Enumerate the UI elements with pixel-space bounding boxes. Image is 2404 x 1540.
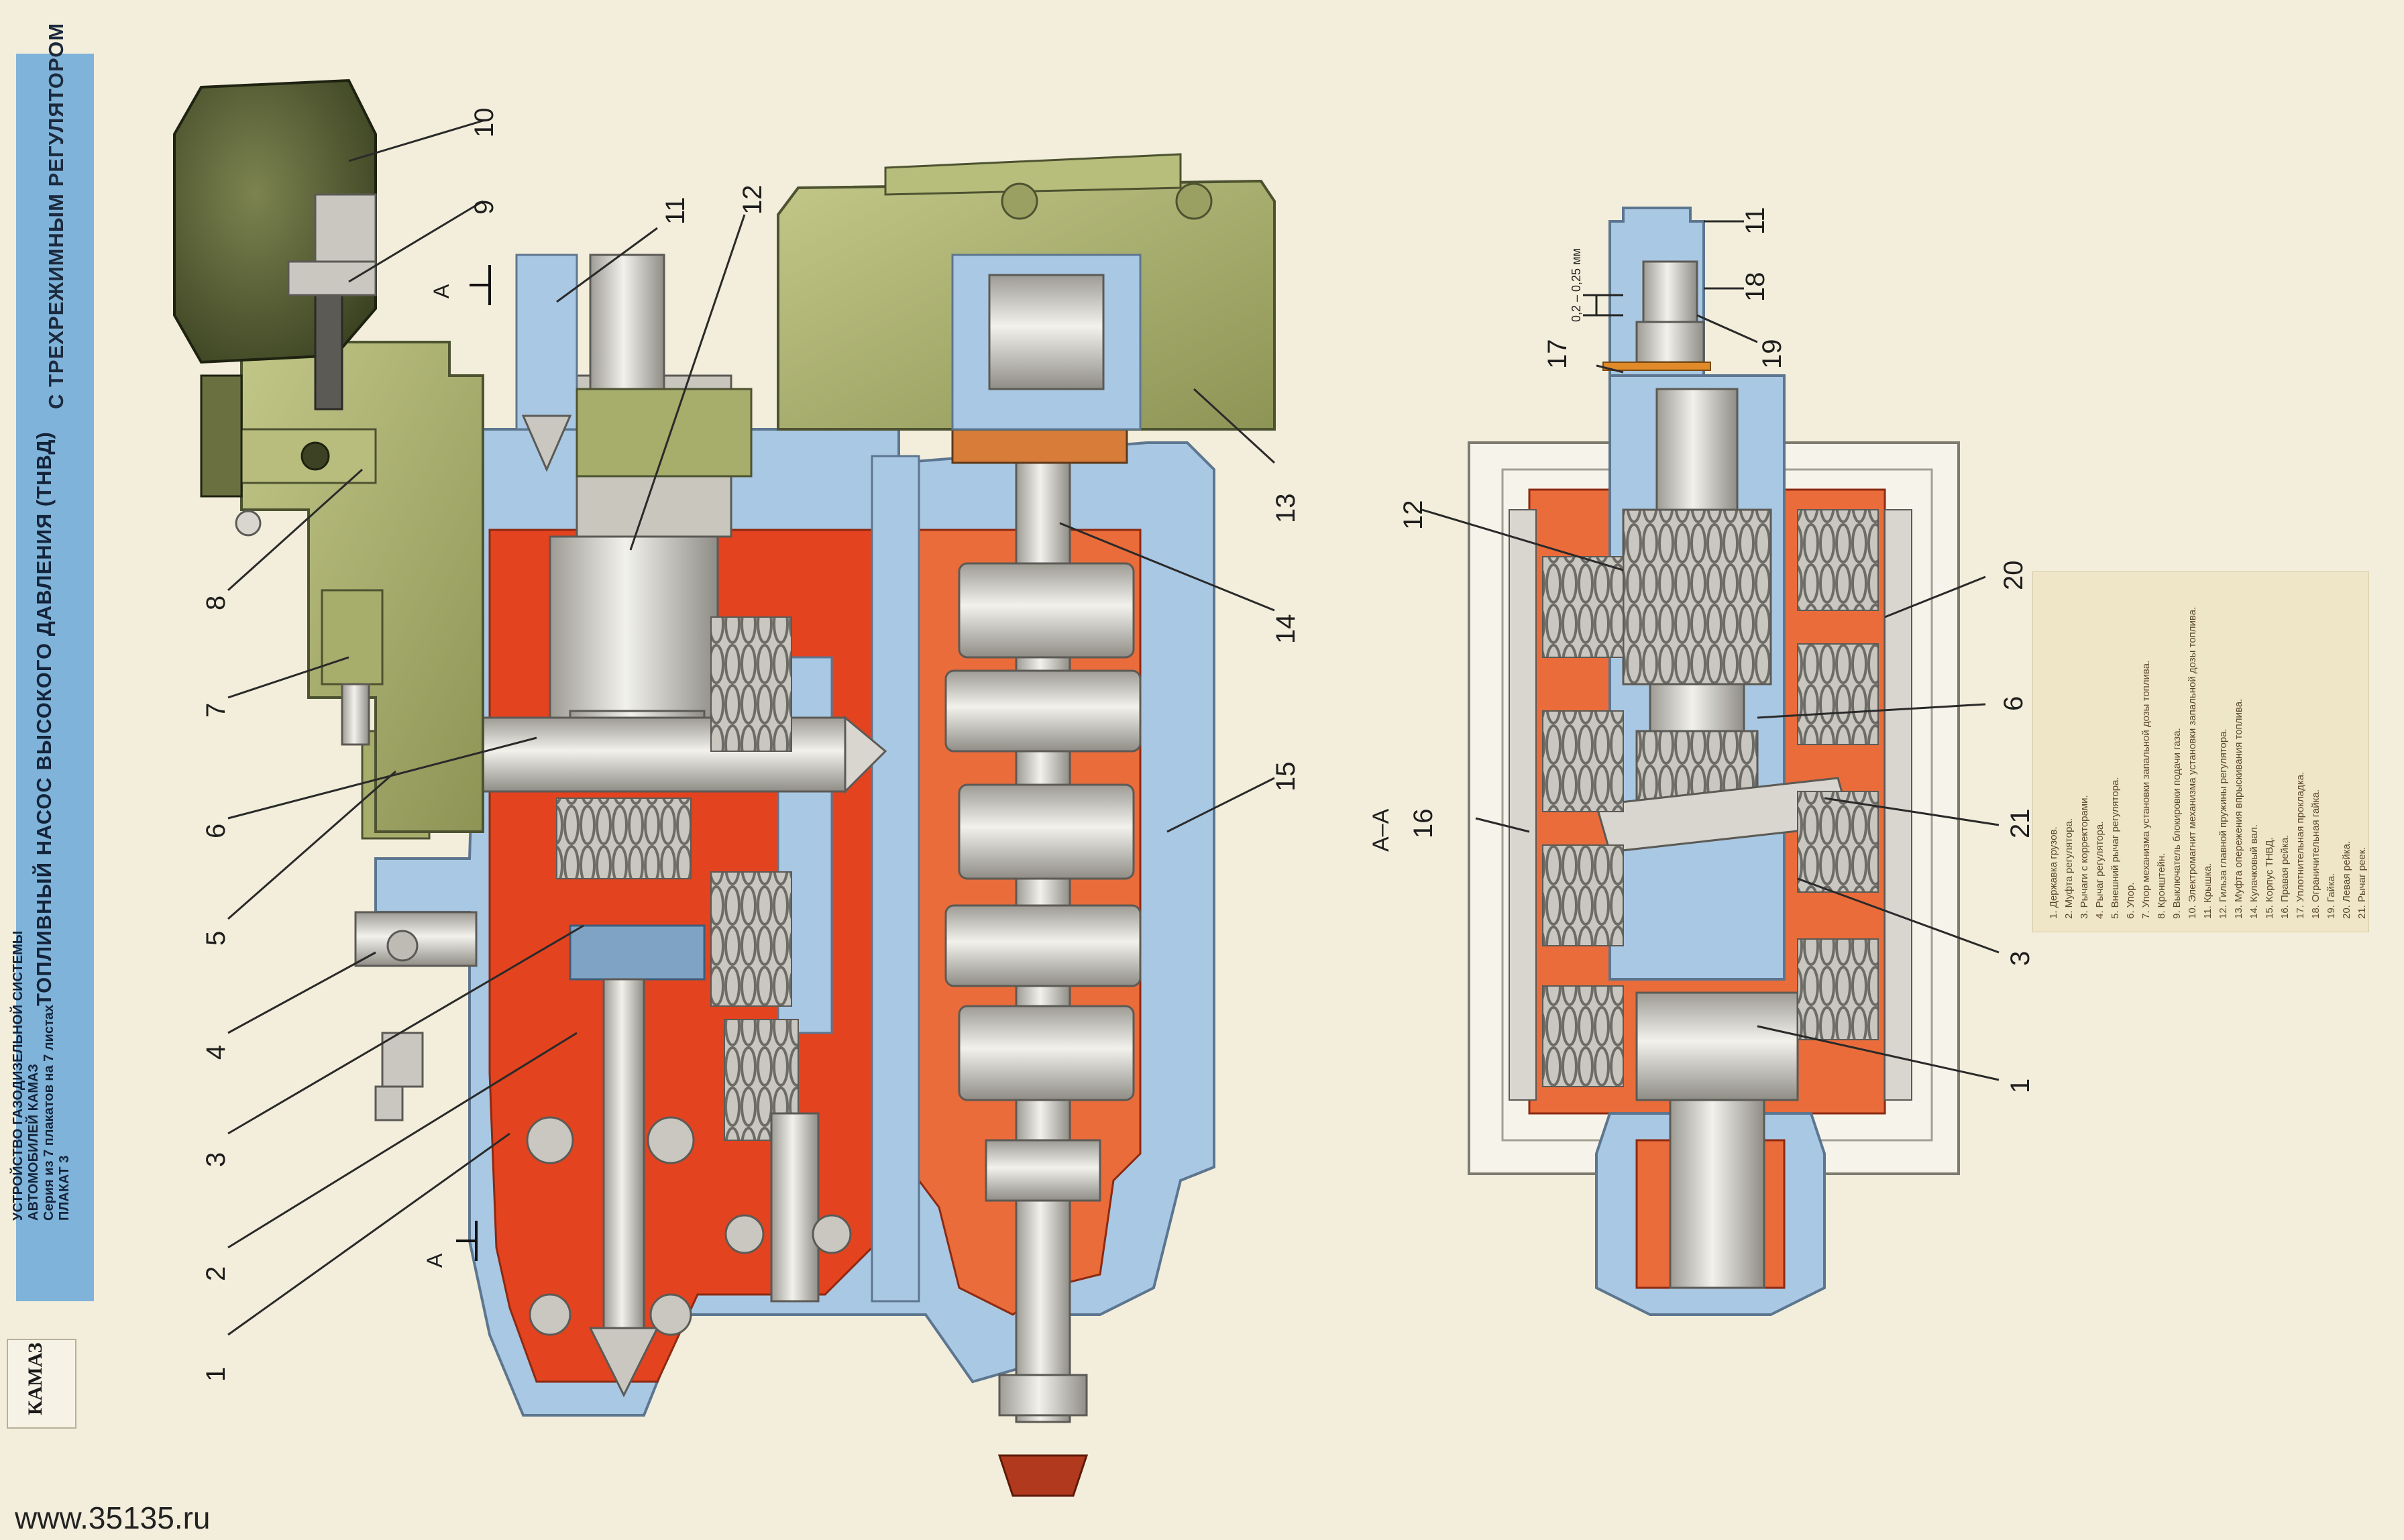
nut [1642,260,1698,323]
series-line: Серия из 7 плакатов на 7 листах [42,1004,56,1221]
legend-item: 10. Электромагнит механизма установки за… [2187,606,2198,919]
section-arrow-top [470,265,491,305]
pump-longitudinal-section [173,78,1276,1497]
callout-left: 15 [1271,761,1301,792]
callout-right: 3 [2006,950,2035,966]
legend-item: 18. Ограничительная гайка. [2310,789,2321,919]
legend-box [2032,571,2369,932]
legend-item: 14. Кулачковый вал. [2248,824,2260,919]
callout-right: 1 [2006,1078,2035,1093]
holder-block [1635,991,1799,1101]
poster-title: ТОПЛИВНЫЙ НАСОС ВЫСОКОГО ДАВЛЕНИЯ (ТНВД) [32,431,56,1006]
legend-item: 4. Рычаг регулятора. [2094,821,2106,919]
regulator-section-aa [1421,207,2000,1316]
callout-right: 11 [1741,207,1770,235]
legend-item: 8. Кронштейн. [2156,852,2167,919]
gap-dimension [1583,294,1623,317]
legend-item: 11. Крышка. [2202,863,2214,919]
stop-rod-tip [844,715,887,794]
watermark-url: www.35135.ru [15,1500,211,1535]
spring-sleeve [1655,388,1739,511]
callout-left: 13 [1271,493,1301,524]
fuel-dose-stop [321,589,384,685]
plunger-bellows [710,616,852,1303]
section-marker-top: А [429,284,453,298]
callout-left: 9 [470,199,499,215]
callout-left: 11 [661,197,690,225]
bracket-bolt [300,441,330,471]
callout-right: 17 [1543,339,1572,370]
legend-item: 12. Гильза главной пружины регулятора. [2218,728,2229,919]
callout-right: 21 [2006,808,2035,839]
legend-item: 17. Уплотнительная прокладка. [2295,771,2306,919]
logo-text: КАМАЗ [24,1342,46,1416]
series-line: УСТРОЙСТВО ГАЗОДИЗЕЛЬНОЙ СИСТЕМЫ [11,930,25,1221]
legend-item: 1. Державка грузов. [2048,826,2059,919]
injection-advance-coupling [777,153,1276,431]
callout-left: 12 [738,184,767,215]
main-spring [556,798,692,879]
leader-lines-left [227,119,1276,1336]
poster-subtitle: С ТРЕХРЕЖИМНЫМ РЕГУЛЯТОРОМ [44,22,68,409]
camshaft [944,314,1142,1497]
legend-item: 7. Упор механизма установки запальной до… [2140,660,2152,919]
legend-item: 3. Рычаги с корректорами. [2079,795,2090,919]
section-label: А–А [1368,808,1394,852]
series-line: АВТОМОБИЛЕЙ КАМАЗ [26,1064,41,1221]
callout-left: 1 [201,1366,231,1382]
holder-shaft [1669,1099,1765,1289]
gasket [1602,362,1711,371]
weights-holder [526,924,706,1398]
legend-item: 13. Муфта опережения впрыскивания топлив… [2233,698,2244,919]
fuel-dose-stop-screw [341,683,370,746]
series-info: УСТРОЙСТВО ГАЗОДИЗЕЛЬНОЙ СИСТЕМЫ АВТОМОБ… [11,931,72,1221]
legend-item: 21. Рычаг реек. [2356,846,2368,919]
electromagnet [173,78,377,537]
callout-right: 19 [1757,339,1787,370]
callout-left: 14 [1271,614,1301,645]
callout-right: 16 [1409,808,1438,839]
gap-label: 0,2 – 0,25 мм [1570,248,1583,322]
legend-item: 19. Гайка. [2326,873,2337,919]
callout-right: 20 [1999,560,2028,591]
title-strip [16,54,94,1301]
legend-item: 2. Муфта регулятора. [2063,818,2075,919]
callout-left: 10 [470,107,499,138]
legend-item: 15. Корпус ТНВД. [2264,837,2275,919]
bellows-left [1542,556,1624,1087]
legend-item: 20. Левая рейка. [2341,840,2352,919]
legend-item: 16. Правая рейка. [2279,834,2291,919]
legend-item: 5. Внешний рычаг регулятора. [2110,777,2121,919]
callout-right: 6 [1999,696,2028,711]
limit-nut [1635,321,1705,364]
callout-left: 6 [201,823,231,838]
legend-item: 9. Выключатель блокировки подачи газа. [2171,728,2183,919]
left-rack [1884,509,1912,1101]
right-rack [1509,509,1537,1101]
partition [871,455,920,1303]
section-arrow-bottom [456,1221,478,1261]
series-line: ПЛАКАТ 3 [57,1155,72,1221]
legend-list: 1. Державка грузов. 2. Муфта регулятора. 3… [2046,607,2370,919]
stop-section [1649,683,1745,732]
regulator-spring [1622,508,1772,685]
callout-left: 2 [201,1266,231,1281]
kamaz-logo-icon [7,1339,76,1429]
callout-right: 12 [1399,500,1428,531]
callout-left: 5 [201,930,231,946]
callout-left: 3 [201,1152,231,1167]
leader-lines-right [1421,220,2000,1081]
callout-right: 18 [1741,272,1770,302]
callout-left: 4 [201,1044,231,1060]
callout-left: 7 [201,702,231,718]
bellows-right [1797,509,1879,1040]
callout-left: 8 [201,595,231,610]
section-marker-bottom: А [423,1253,447,1268]
legend-item: 6. Упор. [2125,882,2136,919]
fitting-top [515,254,753,478]
